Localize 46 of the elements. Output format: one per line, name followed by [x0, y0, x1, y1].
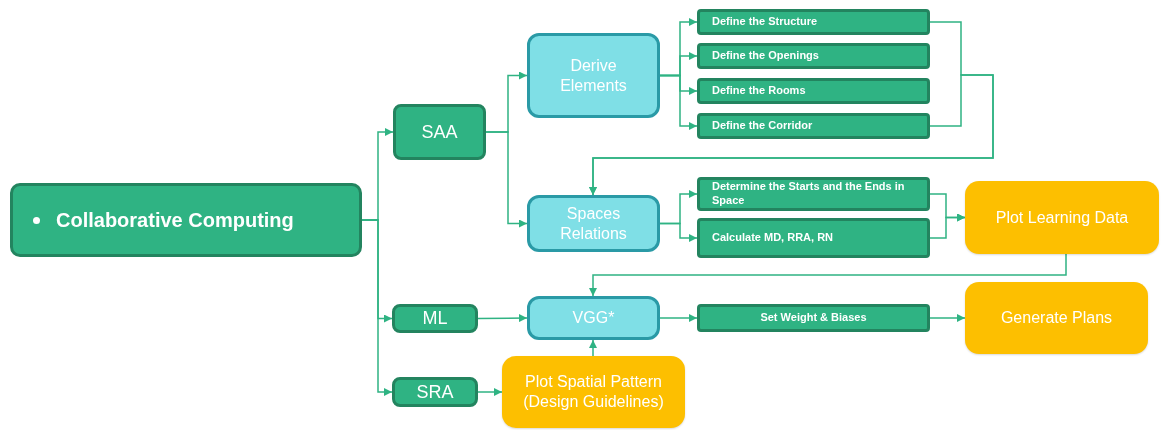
- node-label: Define the Openings: [712, 49, 819, 63]
- step-box: [697, 304, 930, 332]
- node-label: Determine the Starts and the Ends in Space: [712, 180, 906, 208]
- connector-arrow: [485, 131, 528, 228]
- node-label: SAA: [421, 120, 458, 144]
- step-box: [392, 304, 478, 333]
- connector-arrow: [659, 74, 698, 130]
- node-label: SRA: [416, 380, 454, 404]
- connector-arrow: [929, 213, 966, 239]
- connector-arrow: [477, 314, 528, 323]
- connector-arrow: [659, 222, 698, 242]
- node-label: Plot Spatial Pattern (Design Guidelines): [522, 372, 665, 412]
- process-box: [527, 33, 660, 118]
- connector-arrow: [589, 339, 597, 357]
- node-label: VGG*: [572, 308, 615, 328]
- process-box: [527, 296, 660, 340]
- node-label: Calculate MD, RRA, RN: [712, 231, 834, 245]
- step-box: [697, 9, 930, 35]
- node-label: Define the Corridor: [712, 119, 813, 133]
- step-box: [10, 183, 362, 257]
- step-box: [697, 113, 930, 139]
- output-box: [502, 356, 685, 428]
- connector-arrow: [361, 219, 393, 396]
- process-box: [527, 195, 660, 252]
- step-box: [392, 377, 478, 407]
- connector-arrow: [659, 314, 698, 322]
- step-box: [697, 43, 930, 69]
- node-label: Collaborative Computing: [56, 207, 294, 233]
- connector-arrow: [929, 314, 966, 322]
- step-box: [697, 218, 930, 258]
- node-label: Derive Elements: [559, 55, 628, 96]
- node-label: Generate Plans: [1000, 308, 1113, 328]
- output-box: [965, 181, 1159, 254]
- node-label: Set Weight & Biases: [760, 311, 867, 325]
- node-label: ML: [422, 307, 448, 330]
- connector-arrow: [589, 74, 994, 196]
- output-box: [965, 282, 1148, 354]
- step-box: [697, 78, 930, 104]
- step-box: [393, 104, 486, 160]
- node-label: Plot Learning Data: [995, 207, 1129, 228]
- node-label: Define the Rooms: [712, 84, 806, 98]
- step-box: [697, 177, 930, 211]
- connector-arrow: [477, 388, 503, 396]
- node-label: Define the Structure: [712, 15, 818, 29]
- node-label: Spaces Relations: [559, 203, 628, 244]
- connector-arrow: [589, 253, 1067, 297]
